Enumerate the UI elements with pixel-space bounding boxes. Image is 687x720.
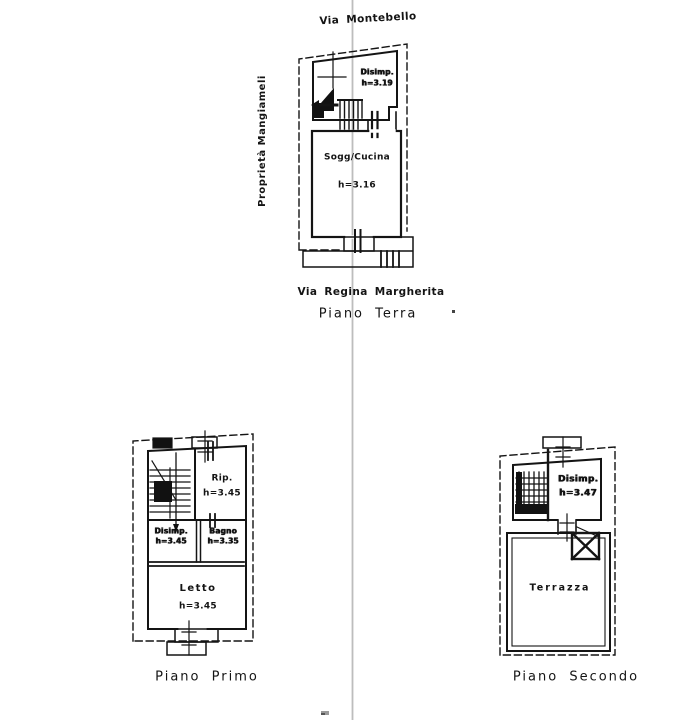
room-label-terrazza: Terrazza — [529, 582, 591, 594]
room-label-sogg-cucina: Sogg/Cucina — [323, 152, 391, 163]
room-label-letto: Letto — [179, 583, 217, 594]
room-label-bagno: Bagno — [209, 526, 237, 536]
skylight-x-icon — [570, 531, 601, 561]
room-height-secondo-disimp: h=3.47 — [559, 488, 597, 499]
street-label-via-regina-margherita: Via Regina Margherita — [297, 285, 445, 298]
room-label-secondo-disimp: Disimp. — [557, 474, 599, 485]
room-height-primo-disimp: h=3.45 — [155, 536, 187, 546]
piano-secondo-drawing — [499, 436, 616, 656]
room-height-sogg-cucina: h=3.16 — [338, 180, 376, 191]
room-height-terra-disimp: h=3.19 — [361, 78, 393, 88]
room-height-rip: h=3.45 — [203, 488, 241, 499]
scan-dot — [452, 310, 455, 313]
room-label-terra-disimp: Disimp. — [360, 67, 394, 77]
room-label-primo-disimp: Disimp. — [154, 526, 188, 536]
plan-caption-piano-terra: Piano Terra — [318, 306, 418, 322]
room-label-rip: Rip. — [211, 473, 233, 484]
plan-caption-piano-secondo: Piano Secondo — [512, 669, 640, 685]
plan-caption-piano-primo: Piano Primo — [155, 669, 259, 685]
piano-terra-drawing — [298, 43, 414, 268]
property-label: Proprietà Mangiameli — [257, 75, 268, 207]
room-height-letto: h=3.45 — [179, 601, 217, 612]
room-height-bagno: h=3.35 — [207, 536, 239, 546]
piano-primo-drawing — [132, 430, 254, 656]
